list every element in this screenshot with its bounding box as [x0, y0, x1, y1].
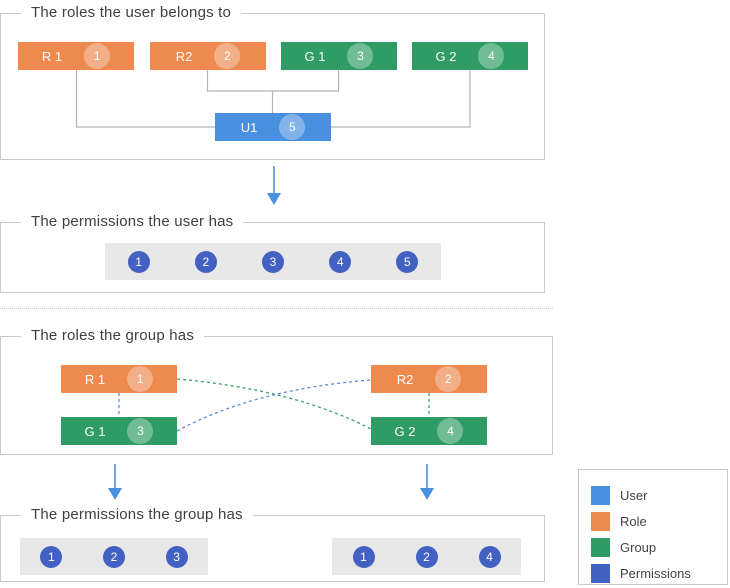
node-label: R 1 [41, 48, 63, 64]
group1-permissions-strip: 1 2 3 [20, 538, 208, 575]
role-node-r1-group-panel: R 1 1 [61, 365, 177, 393]
panel-user-roles-title: The roles the user belongs to [21, 4, 242, 21]
permission-badge: 3 [127, 418, 154, 444]
group2-permissions-strip: 1 2 4 [332, 538, 521, 575]
arrow-user-to-permissions-head [267, 193, 281, 205]
legend-label: Role [620, 513, 647, 529]
permission-circle: 1 [352, 545, 375, 568]
permission-circle: 3 [165, 545, 188, 568]
permission-badge: 2 [214, 43, 241, 69]
user-color-swatch [591, 485, 610, 505]
node-label: R2 [396, 371, 414, 387]
permission-badge: 3 [347, 43, 374, 69]
group-node-g2-group-panel: G 2 4 [371, 417, 487, 445]
node-label: G 1 [304, 48, 326, 64]
arrow-group1-to-permissions-head [108, 488, 122, 500]
permission-circle: 4 [329, 250, 352, 273]
legend: User Role Group Permissions [578, 469, 728, 585]
node-label: G 2 [435, 48, 457, 64]
permission-badge: 5 [279, 114, 306, 140]
panel-group-permissions: The permissions the group has [0, 506, 545, 582]
panel-user-permissions: The permissions the user has [0, 213, 545, 293]
permission-circle: 2 [102, 545, 125, 568]
panel-group-permissions-title: The permissions the group has [21, 506, 253, 523]
node-label: G 2 [394, 423, 416, 439]
panel-user-permissions-title: The permissions the user has [21, 213, 244, 230]
role-node-r2-group-panel: R2 2 [371, 365, 487, 393]
role-node-r2: R2 2 [150, 42, 266, 70]
permission-badge: 2 [435, 366, 462, 392]
permission-circle: 2 [194, 250, 217, 273]
legend-item-role: Role [591, 508, 727, 534]
role-node-r1: R 1 1 [18, 42, 134, 70]
permission-circle: 4 [478, 545, 501, 568]
panel-group-roles-title: The roles the group has [21, 327, 205, 344]
permission-circle: 1 [40, 545, 63, 568]
permission-badge: 4 [478, 43, 505, 69]
arrow-group2-to-permissions-head [420, 488, 434, 500]
permission-circle: 3 [261, 250, 284, 273]
permission-badge: 1 [84, 43, 111, 69]
node-label: G 1 [84, 423, 106, 439]
permission-badge: 1 [127, 366, 154, 392]
group-node-g1-group-panel: G 1 3 [61, 417, 177, 445]
legend-item-user: User [591, 482, 727, 508]
panel-user-roles: The roles the user belongs to [0, 4, 545, 160]
permission-circle: 5 [396, 250, 419, 273]
user-permissions-strip: 1 2 3 4 5 [105, 243, 441, 280]
section-divider [0, 308, 553, 309]
permissions-color-swatch [591, 563, 610, 583]
group-node-g1: G 1 3 [281, 42, 397, 70]
node-label: R 1 [84, 371, 106, 387]
panel-group-roles: The roles the group has [0, 327, 553, 455]
user-node-u1: U1 5 [215, 113, 331, 141]
node-label: R2 [175, 48, 193, 64]
role-color-swatch [591, 511, 610, 531]
legend-label: User [620, 487, 648, 503]
group-color-swatch [591, 537, 610, 557]
permission-badge: 4 [437, 418, 464, 444]
legend-label: Group [620, 539, 657, 555]
node-label: U1 [240, 119, 258, 135]
legend-item-permissions: Permissions [591, 560, 727, 586]
group-node-g2: G 2 4 [412, 42, 528, 70]
permission-circle: 1 [127, 250, 150, 273]
legend-item-group: Group [591, 534, 727, 560]
permission-circle: 2 [415, 545, 438, 568]
legend-label: Permissions [620, 565, 691, 581]
